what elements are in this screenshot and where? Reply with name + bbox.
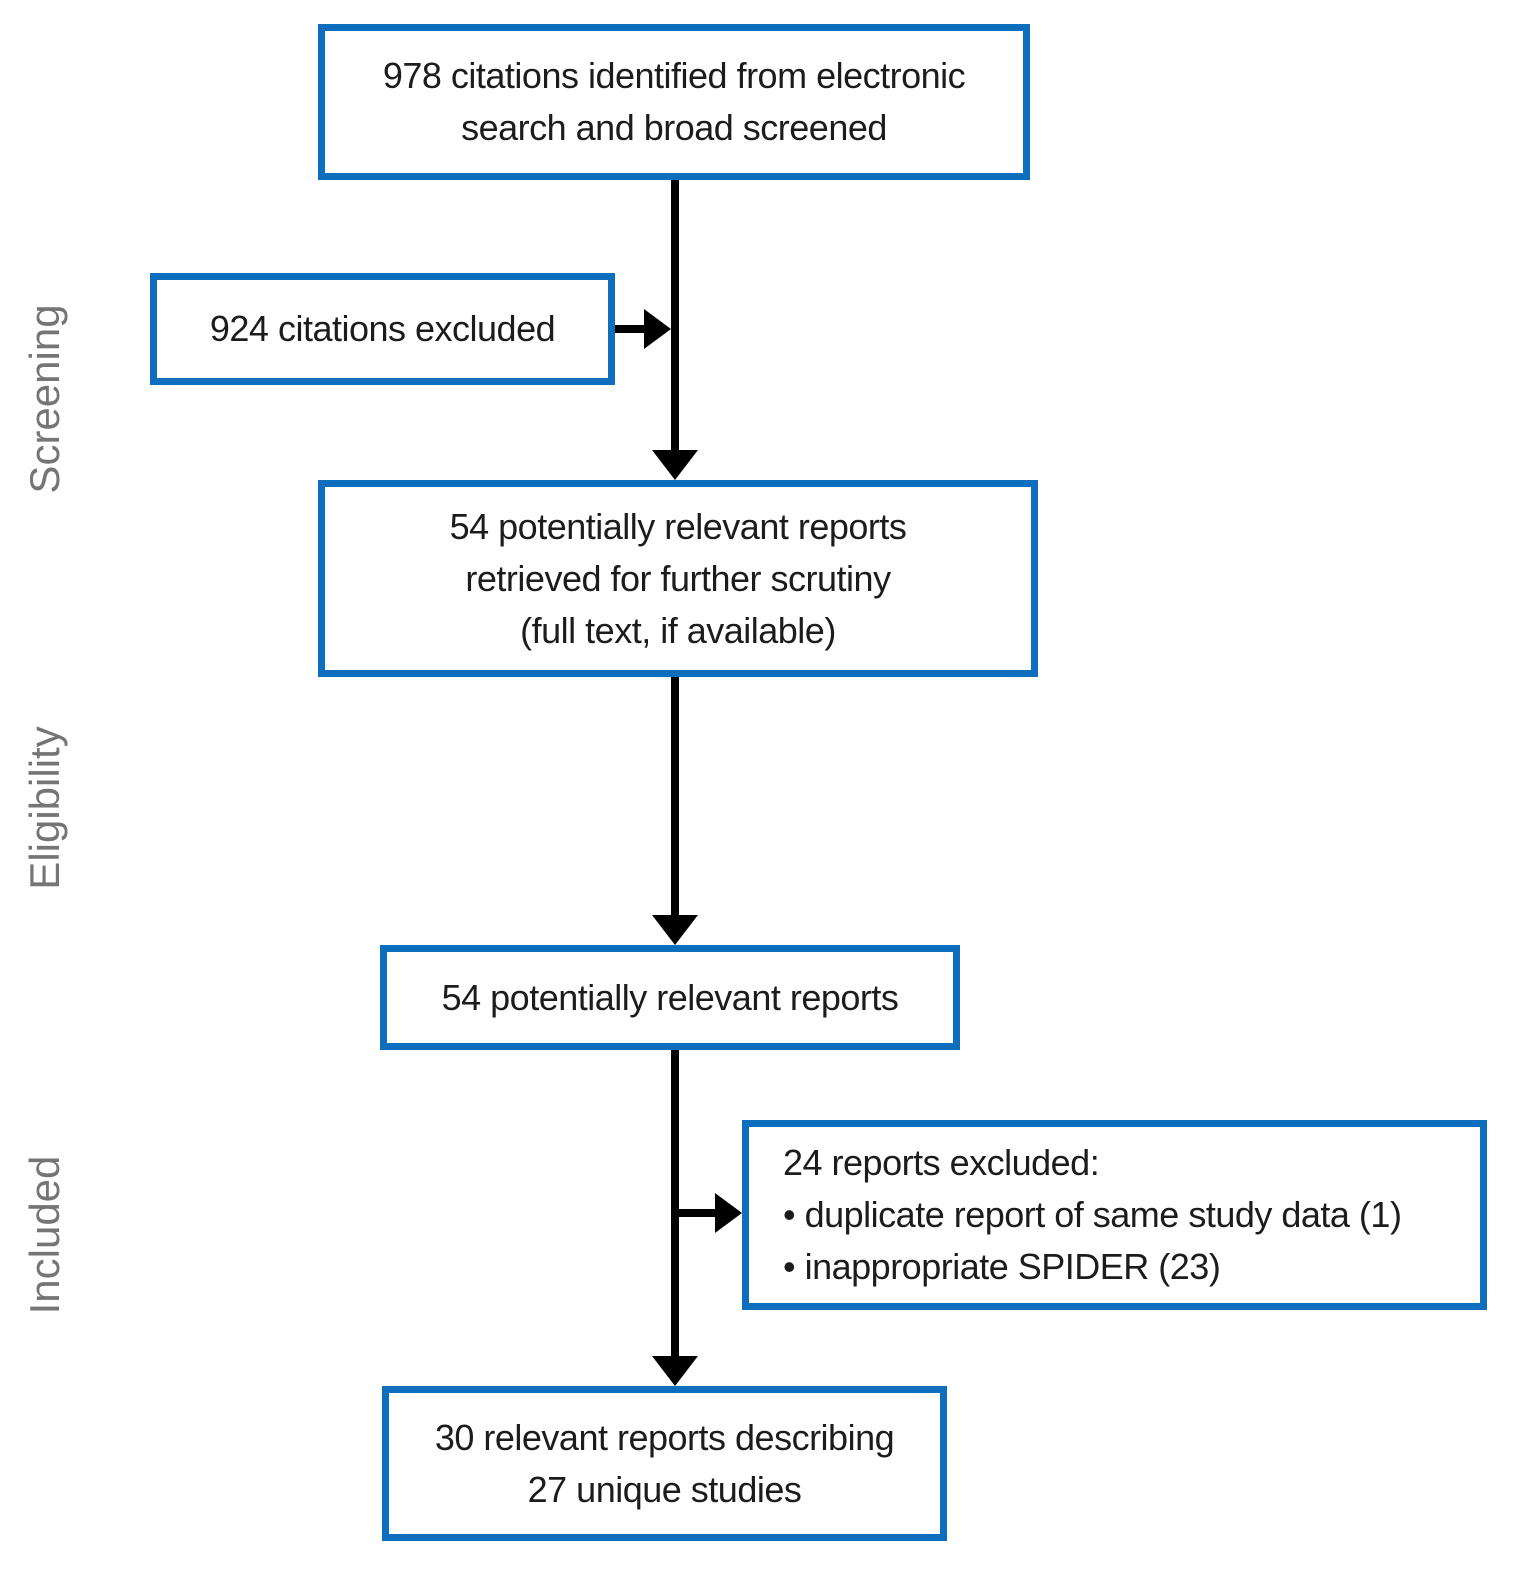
box-reports-excluded: 24 reports excluded: • duplicate report … bbox=[742, 1120, 1487, 1310]
box-text-line: (full text, if available) bbox=[520, 609, 836, 651]
stage-label-included: Included bbox=[21, 1155, 68, 1315]
box-included-reports: 30 relevant reports describing 27 unique… bbox=[382, 1386, 947, 1541]
stage-label-eligibility: Eligibility bbox=[21, 726, 68, 890]
arrowhead-right-icon bbox=[644, 309, 671, 349]
box-text-line: 54 potentially relevant reports bbox=[449, 505, 907, 547]
connector-excluded-eligibility bbox=[675, 1209, 719, 1217]
connector-retrieved-to-relevant bbox=[671, 677, 679, 920]
box-text-line: • duplicate report of same study data (1… bbox=[783, 1194, 1402, 1235]
box-text-line: 27 unique studies bbox=[527, 1468, 802, 1510]
box-text-line: retrieved for further scrutiny bbox=[465, 557, 891, 599]
box-text-line: search and broad screened bbox=[461, 107, 887, 148]
box-text-line: • inappropriate SPIDER (23) bbox=[783, 1246, 1221, 1287]
box-text-line: 978 citations identified from electronic bbox=[382, 55, 966, 96]
arrowhead-down-icon bbox=[652, 915, 698, 945]
connector-identified-to-retrieved bbox=[671, 180, 679, 455]
connector-relevant-to-included bbox=[671, 1050, 679, 1360]
arrowhead-down-icon bbox=[652, 1356, 698, 1386]
box-text-line: 24 reports excluded: bbox=[783, 1142, 1100, 1183]
box-text-line: 924 citations excluded bbox=[209, 308, 556, 349]
connector-excluded-screening bbox=[613, 325, 647, 333]
box-text-line: 30 relevant reports describing bbox=[434, 1416, 895, 1458]
box-text-line: 54 potentially relevant reports bbox=[441, 976, 899, 1018]
box-reports-retrieved: 54 potentially relevant reports retrieve… bbox=[318, 480, 1038, 677]
stage-label-screening: Screening bbox=[21, 304, 68, 494]
arrowhead-down-icon bbox=[652, 450, 698, 480]
box-citations-identified: 978 citations identified from electronic… bbox=[318, 24, 1030, 180]
box-citations-excluded: 924 citations excluded bbox=[150, 273, 615, 385]
arrowhead-right-icon bbox=[715, 1193, 742, 1233]
box-relevant-reports: 54 potentially relevant reports bbox=[380, 945, 960, 1050]
